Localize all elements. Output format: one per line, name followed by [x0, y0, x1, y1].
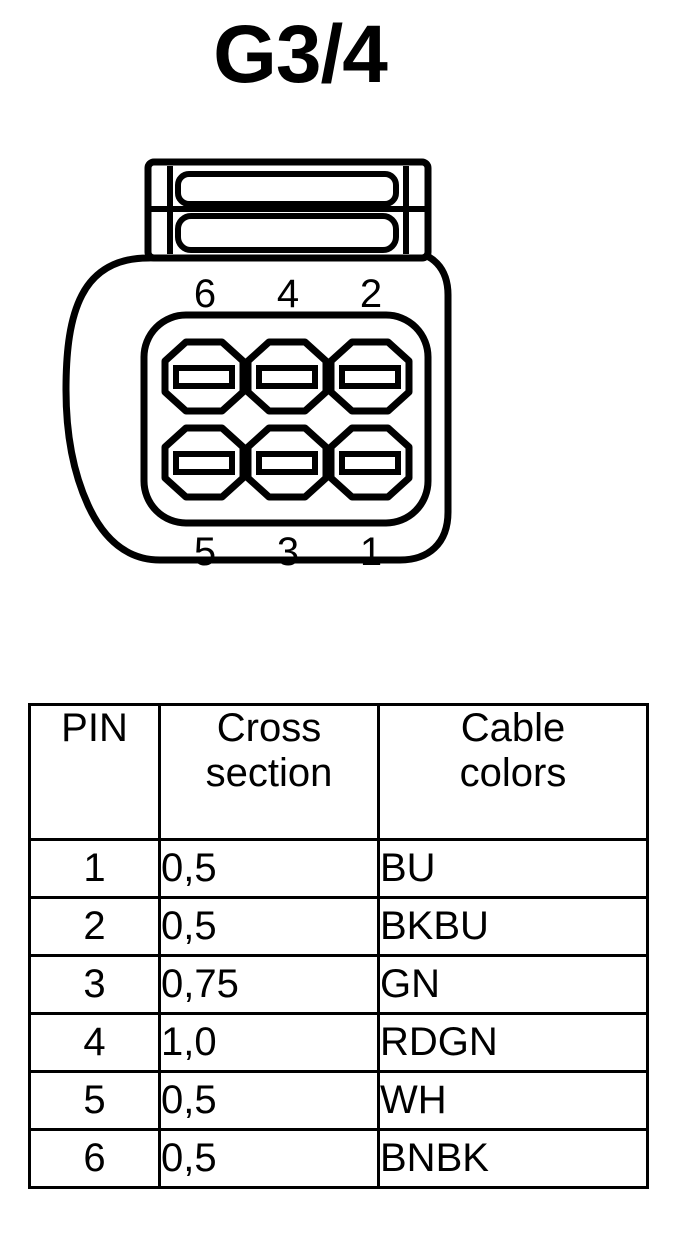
table-row: 5 0,5 WH [28, 1070, 649, 1131]
connector-diagram: 6 4 2 5 3 1 [0, 140, 600, 610]
pin-slot-5 [173, 451, 235, 475]
pin-label-bottom-2: 1 [360, 530, 382, 574]
cell-cable-color: GN [377, 954, 649, 1015]
cell-cable-color: BKBU [377, 896, 649, 957]
pin-slot-3 [256, 451, 318, 475]
cell-cross-section: 0,5 [158, 1070, 380, 1131]
cell-cable-color: WH [377, 1070, 649, 1131]
pinout-table-body: 1 0,5 BU 2 0,5 BKBU 3 0,75 GN 4 1,0 RDGN… [28, 838, 649, 1189]
pin-label-bottom-1: 3 [277, 530, 299, 574]
page-title: G3/4 [213, 9, 388, 100]
column-header-cable-colors: Cable colors [377, 703, 649, 841]
table-row: 1 0,5 BU [28, 838, 649, 899]
cell-cable-color: RDGN [377, 1012, 649, 1073]
pinout-table: PIN Cross section Cable colors 1 0,5 BU … [28, 703, 649, 1189]
pinout-table-container: PIN Cross section Cable colors 1 0,5 BU … [28, 703, 649, 1189]
pin-slot-1 [339, 451, 401, 475]
cell-pin: 2 [28, 896, 161, 957]
cell-pin: 3 [28, 954, 161, 1015]
cell-cross-section: 0,5 [158, 838, 380, 899]
pin-label-top-2: 2 [360, 272, 382, 316]
column-header-cable-colors-line1: Cable [460, 706, 566, 750]
cell-cable-color: BNBK [377, 1128, 649, 1189]
cell-cross-section: 1,0 [158, 1012, 380, 1073]
pin-label-top-1: 4 [277, 272, 299, 316]
latch-slot-lower [175, 213, 399, 253]
column-header-cable-colors-line2: colors [459, 750, 567, 795]
pin-slot-6 [173, 365, 235, 389]
table-header-row: PIN Cross section Cable colors [28, 703, 649, 841]
cell-cross-section: 0,5 [158, 896, 380, 957]
table-row: 3 0,75 GN [28, 954, 649, 1015]
connector-svg: 6 4 2 5 3 1 [62, 158, 452, 574]
cell-pin: 5 [28, 1070, 161, 1131]
cell-cross-section: 0,5 [158, 1128, 380, 1189]
column-header-cross-section-line2: section [205, 750, 333, 795]
latch-slot-upper [175, 171, 399, 207]
table-row: 4 1,0 RDGN [28, 1012, 649, 1073]
column-header-pin-label: PIN [61, 706, 128, 750]
pin-label-top-0: 6 [194, 272, 216, 316]
table-row: 2 0,5 BKBU [28, 896, 649, 957]
cell-pin: 4 [28, 1012, 161, 1073]
cell-cable-color: BU [377, 838, 649, 899]
cell-pin: 6 [28, 1128, 161, 1189]
column-header-pin: PIN [28, 703, 161, 841]
cell-pin: 1 [28, 838, 161, 899]
table-row: 6 0,5 BNBK [28, 1128, 649, 1189]
cell-cross-section: 0,75 [158, 954, 380, 1015]
column-header-cross-section-line1: Cross [216, 706, 322, 750]
pin-label-bottom-0: 5 [194, 530, 216, 574]
pin-slot-2 [339, 365, 401, 389]
column-header-cross-section: Cross section [158, 703, 380, 841]
pin-slot-4 [256, 365, 318, 389]
